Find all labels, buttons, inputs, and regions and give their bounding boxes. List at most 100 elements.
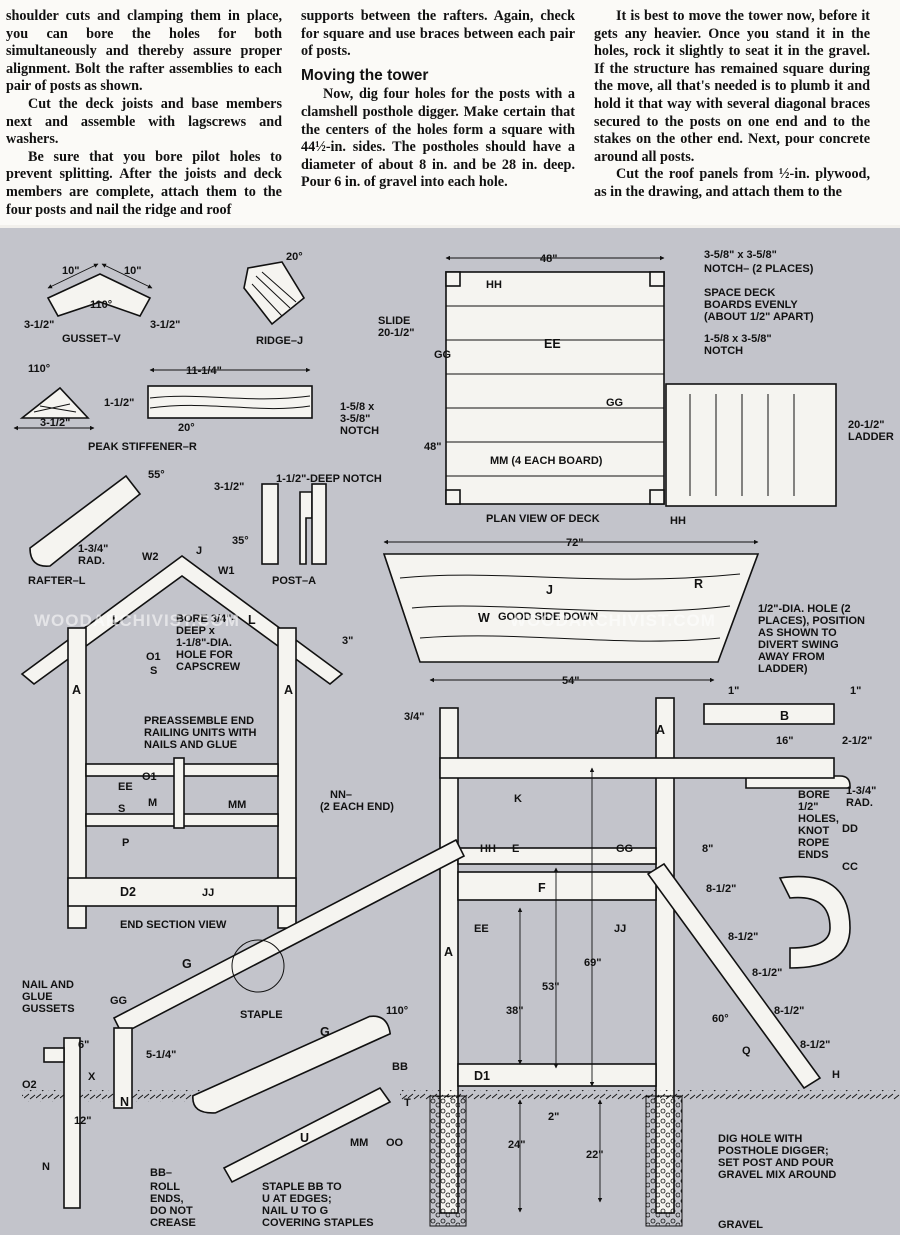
roof-good: GOOD SIDE DOWN bbox=[498, 611, 598, 623]
ladder-label: LADDER bbox=[848, 431, 894, 443]
end-m: M bbox=[148, 797, 157, 809]
deck-notch-mid: NOTCH bbox=[704, 345, 743, 357]
rafter-angle: 55° bbox=[148, 469, 165, 481]
rafter-l-detail: 55° 1-3/4" RAD. RAFTER–L bbox=[28, 469, 165, 587]
slide-nail: GUSSETS bbox=[22, 1003, 75, 1015]
end-pre: NAILS AND GLUE bbox=[144, 739, 237, 751]
slide-n: N bbox=[120, 1095, 129, 1109]
peak-stiffener-detail: 110° 1-1/2" 11-1/4" 3-1/2" 20° PEAK STIF… bbox=[13, 363, 313, 453]
swing-dim: 16" bbox=[776, 735, 793, 747]
tower-elevation: 3/4" A NN– (2 EACH END) K HH E GG 8" F E… bbox=[22, 697, 900, 1231]
tower-gg: GG bbox=[616, 843, 633, 855]
tower-dim: 3/4" bbox=[404, 711, 425, 723]
end-d2: D2 bbox=[120, 885, 136, 899]
end-o1: O1 bbox=[146, 651, 161, 663]
tower-dim: 8" bbox=[702, 843, 713, 855]
deck-plan-view: 48" HH SLIDE 20-1/2" GG EE 3-5/8" x 3-5/… bbox=[340, 249, 894, 527]
slide-roll: DO NOT bbox=[150, 1205, 193, 1217]
tower-dim: 22" bbox=[586, 1149, 603, 1161]
post-a-detail: 3-1/2" 1-1/2"-DEEP NOTCH 35° POST–A bbox=[214, 473, 382, 587]
swing-rad: 1-3/4" bbox=[846, 785, 876, 797]
paragraph: Be sure that you bore pilot holes to pre… bbox=[6, 148, 282, 218]
swing-cc: CC bbox=[842, 861, 858, 873]
end-p: P bbox=[122, 837, 129, 849]
tower-nn: NN– bbox=[330, 789, 352, 801]
tower-ee: EE bbox=[474, 923, 489, 935]
drawing-svg: 10" 10" 110° 3-1/2" 3-1/2" GUSSET–V 20° … bbox=[13, 249, 900, 1231]
deck-slide: SLIDE bbox=[378, 315, 410, 327]
slide-g: G bbox=[182, 957, 192, 971]
post-angle: 35° bbox=[232, 535, 249, 547]
end-pre: PREASSEMBLE END bbox=[144, 715, 254, 727]
rafter-label: RAFTER–L bbox=[28, 575, 86, 587]
gusset-dim: 10" bbox=[124, 265, 141, 277]
slide-staple-note: COVERING STAPLES bbox=[262, 1217, 374, 1229]
slide-bb2: BB– bbox=[150, 1167, 172, 1179]
swing-bore: ROPE bbox=[798, 837, 829, 849]
paragraph: shoulder cuts and clamping them in place… bbox=[6, 8, 282, 95]
end-o1b: O1 bbox=[142, 771, 157, 783]
rafter-rad: RAD. bbox=[78, 555, 105, 567]
paragraph: Cut the deck joists and base members nex… bbox=[6, 95, 282, 148]
end-bore: 1-1/8"-DIA. bbox=[176, 637, 232, 649]
swing-hole: PLACES), POSITION bbox=[758, 615, 865, 627]
text-column-1: shoulder cuts and clamping them in place… bbox=[6, 8, 282, 219]
swing-rad: RAD. bbox=[846, 797, 873, 809]
slide-bb: BB bbox=[392, 1061, 408, 1073]
slide-roll: CREASE bbox=[150, 1217, 196, 1229]
swing-hole: AWAY FROM bbox=[758, 651, 825, 663]
slide-dim: 5-1/4" bbox=[146, 1049, 176, 1061]
end-jj: JJ bbox=[202, 887, 214, 899]
slide-staple-note: NAIL U TO G bbox=[262, 1205, 328, 1217]
slide-nail: NAIL AND bbox=[22, 979, 74, 991]
swing-dd: DD bbox=[842, 823, 858, 835]
tower-dig: DIG HOLE WITH bbox=[718, 1133, 802, 1145]
end-w2: W2 bbox=[142, 551, 159, 563]
slide-gg: GG bbox=[110, 995, 127, 1007]
swing-hole: LADDER) bbox=[758, 663, 808, 675]
deck-ee: EE bbox=[544, 337, 561, 351]
stiffener-dim: 3-1/2" bbox=[40, 417, 70, 429]
slide-t: T bbox=[404, 1097, 411, 1109]
ladder-dim: 20-1/2" bbox=[848, 419, 884, 431]
slide-g: G bbox=[320, 1025, 330, 1039]
ladder-q: Q bbox=[742, 1045, 751, 1057]
slide-staple-note: STAPLE BB TO bbox=[262, 1181, 342, 1193]
end-s2: S bbox=[118, 803, 125, 815]
post-notch: 1-1/2"-DEEP NOTCH bbox=[276, 473, 382, 485]
swing-dim: 2-1/2" bbox=[842, 735, 872, 747]
gusset-dim: 3-1/2" bbox=[24, 319, 54, 331]
gusset-v-detail: 10" 10" 110° 3-1/2" 3-1/2" GUSSET–V bbox=[24, 263, 180, 345]
roof-w: W bbox=[478, 611, 490, 625]
tower-dim: 24" bbox=[508, 1139, 525, 1151]
ladder-rungs bbox=[689, 394, 795, 496]
ladder-angle: 60° bbox=[712, 1013, 729, 1025]
roof-width: 72" bbox=[566, 537, 583, 549]
deck-slide-dim: 20-1/2" bbox=[378, 327, 414, 339]
swing-dim: 1" bbox=[850, 685, 861, 697]
end-a: A bbox=[284, 683, 293, 697]
ladder-step: 8-1/2" bbox=[728, 931, 758, 943]
tower-gravel: GRAVEL bbox=[718, 1219, 763, 1231]
ladder-h: H bbox=[832, 1069, 840, 1081]
ladder-step: 8-1/2" bbox=[800, 1039, 830, 1051]
swing-b: B bbox=[780, 709, 789, 723]
tower-a: A bbox=[444, 945, 453, 959]
deck-title: PLAN VIEW OF DECK bbox=[486, 513, 600, 525]
swing-bore: HOLES, bbox=[798, 813, 839, 825]
tower-a: A bbox=[656, 723, 665, 737]
tower-dig: GRAVEL MIX AROUND bbox=[718, 1169, 836, 1181]
rafter-rad: 1-3/4" bbox=[78, 543, 108, 555]
tower-jj: JJ bbox=[614, 923, 626, 935]
roof-r: R bbox=[694, 577, 703, 591]
stiffener-label: PEAK STIFFENER–R bbox=[88, 441, 197, 453]
gusset-label: GUSSET–V bbox=[62, 333, 121, 345]
tower-dim: 2" bbox=[548, 1111, 559, 1123]
deck-space: BOARDS EVENLY bbox=[704, 299, 798, 311]
stiffener-dim: 11-1/4" bbox=[186, 365, 222, 377]
watermark: WOODARCHIVIST.COM bbox=[510, 611, 716, 630]
end-pre: RAILING UNITS WITH bbox=[144, 727, 256, 739]
end-bore: CAPSCREW bbox=[176, 661, 241, 673]
slide-dim: 6" bbox=[78, 1039, 89, 1051]
roof-base: 54" bbox=[562, 675, 579, 687]
